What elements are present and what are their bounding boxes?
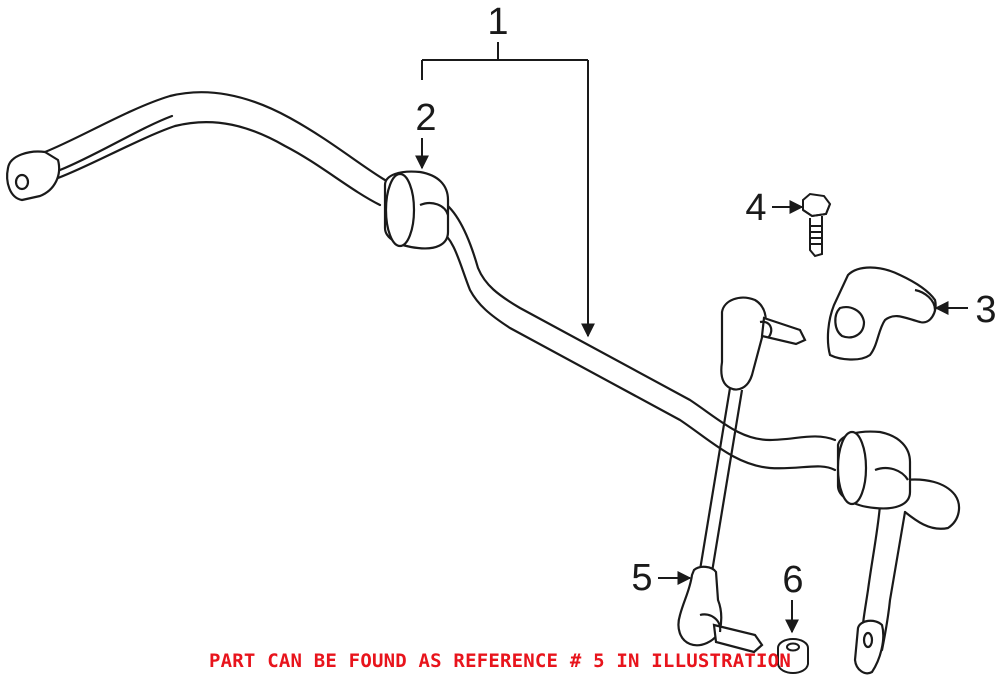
bushing-left (383, 170, 450, 250)
callout-2: 2 (415, 97, 436, 139)
reference-notice: PART CAN BE FOUND AS REFERENCE # 5 IN IL… (209, 650, 791, 672)
callout-6: 6 (782, 559, 803, 601)
bushing-right (836, 430, 912, 510)
stabilizer-link (677, 296, 807, 654)
callout-lines (415, 42, 968, 634)
nut (777, 638, 809, 674)
callout-1: 1 (487, 1, 508, 43)
callout-3: 3 (975, 289, 996, 331)
bushing-bracket (826, 266, 937, 361)
callout-5: 5 (631, 557, 652, 599)
stabilizer-bar (6, 91, 961, 675)
bolt (802, 192, 832, 258)
callout-4: 4 (745, 187, 766, 229)
